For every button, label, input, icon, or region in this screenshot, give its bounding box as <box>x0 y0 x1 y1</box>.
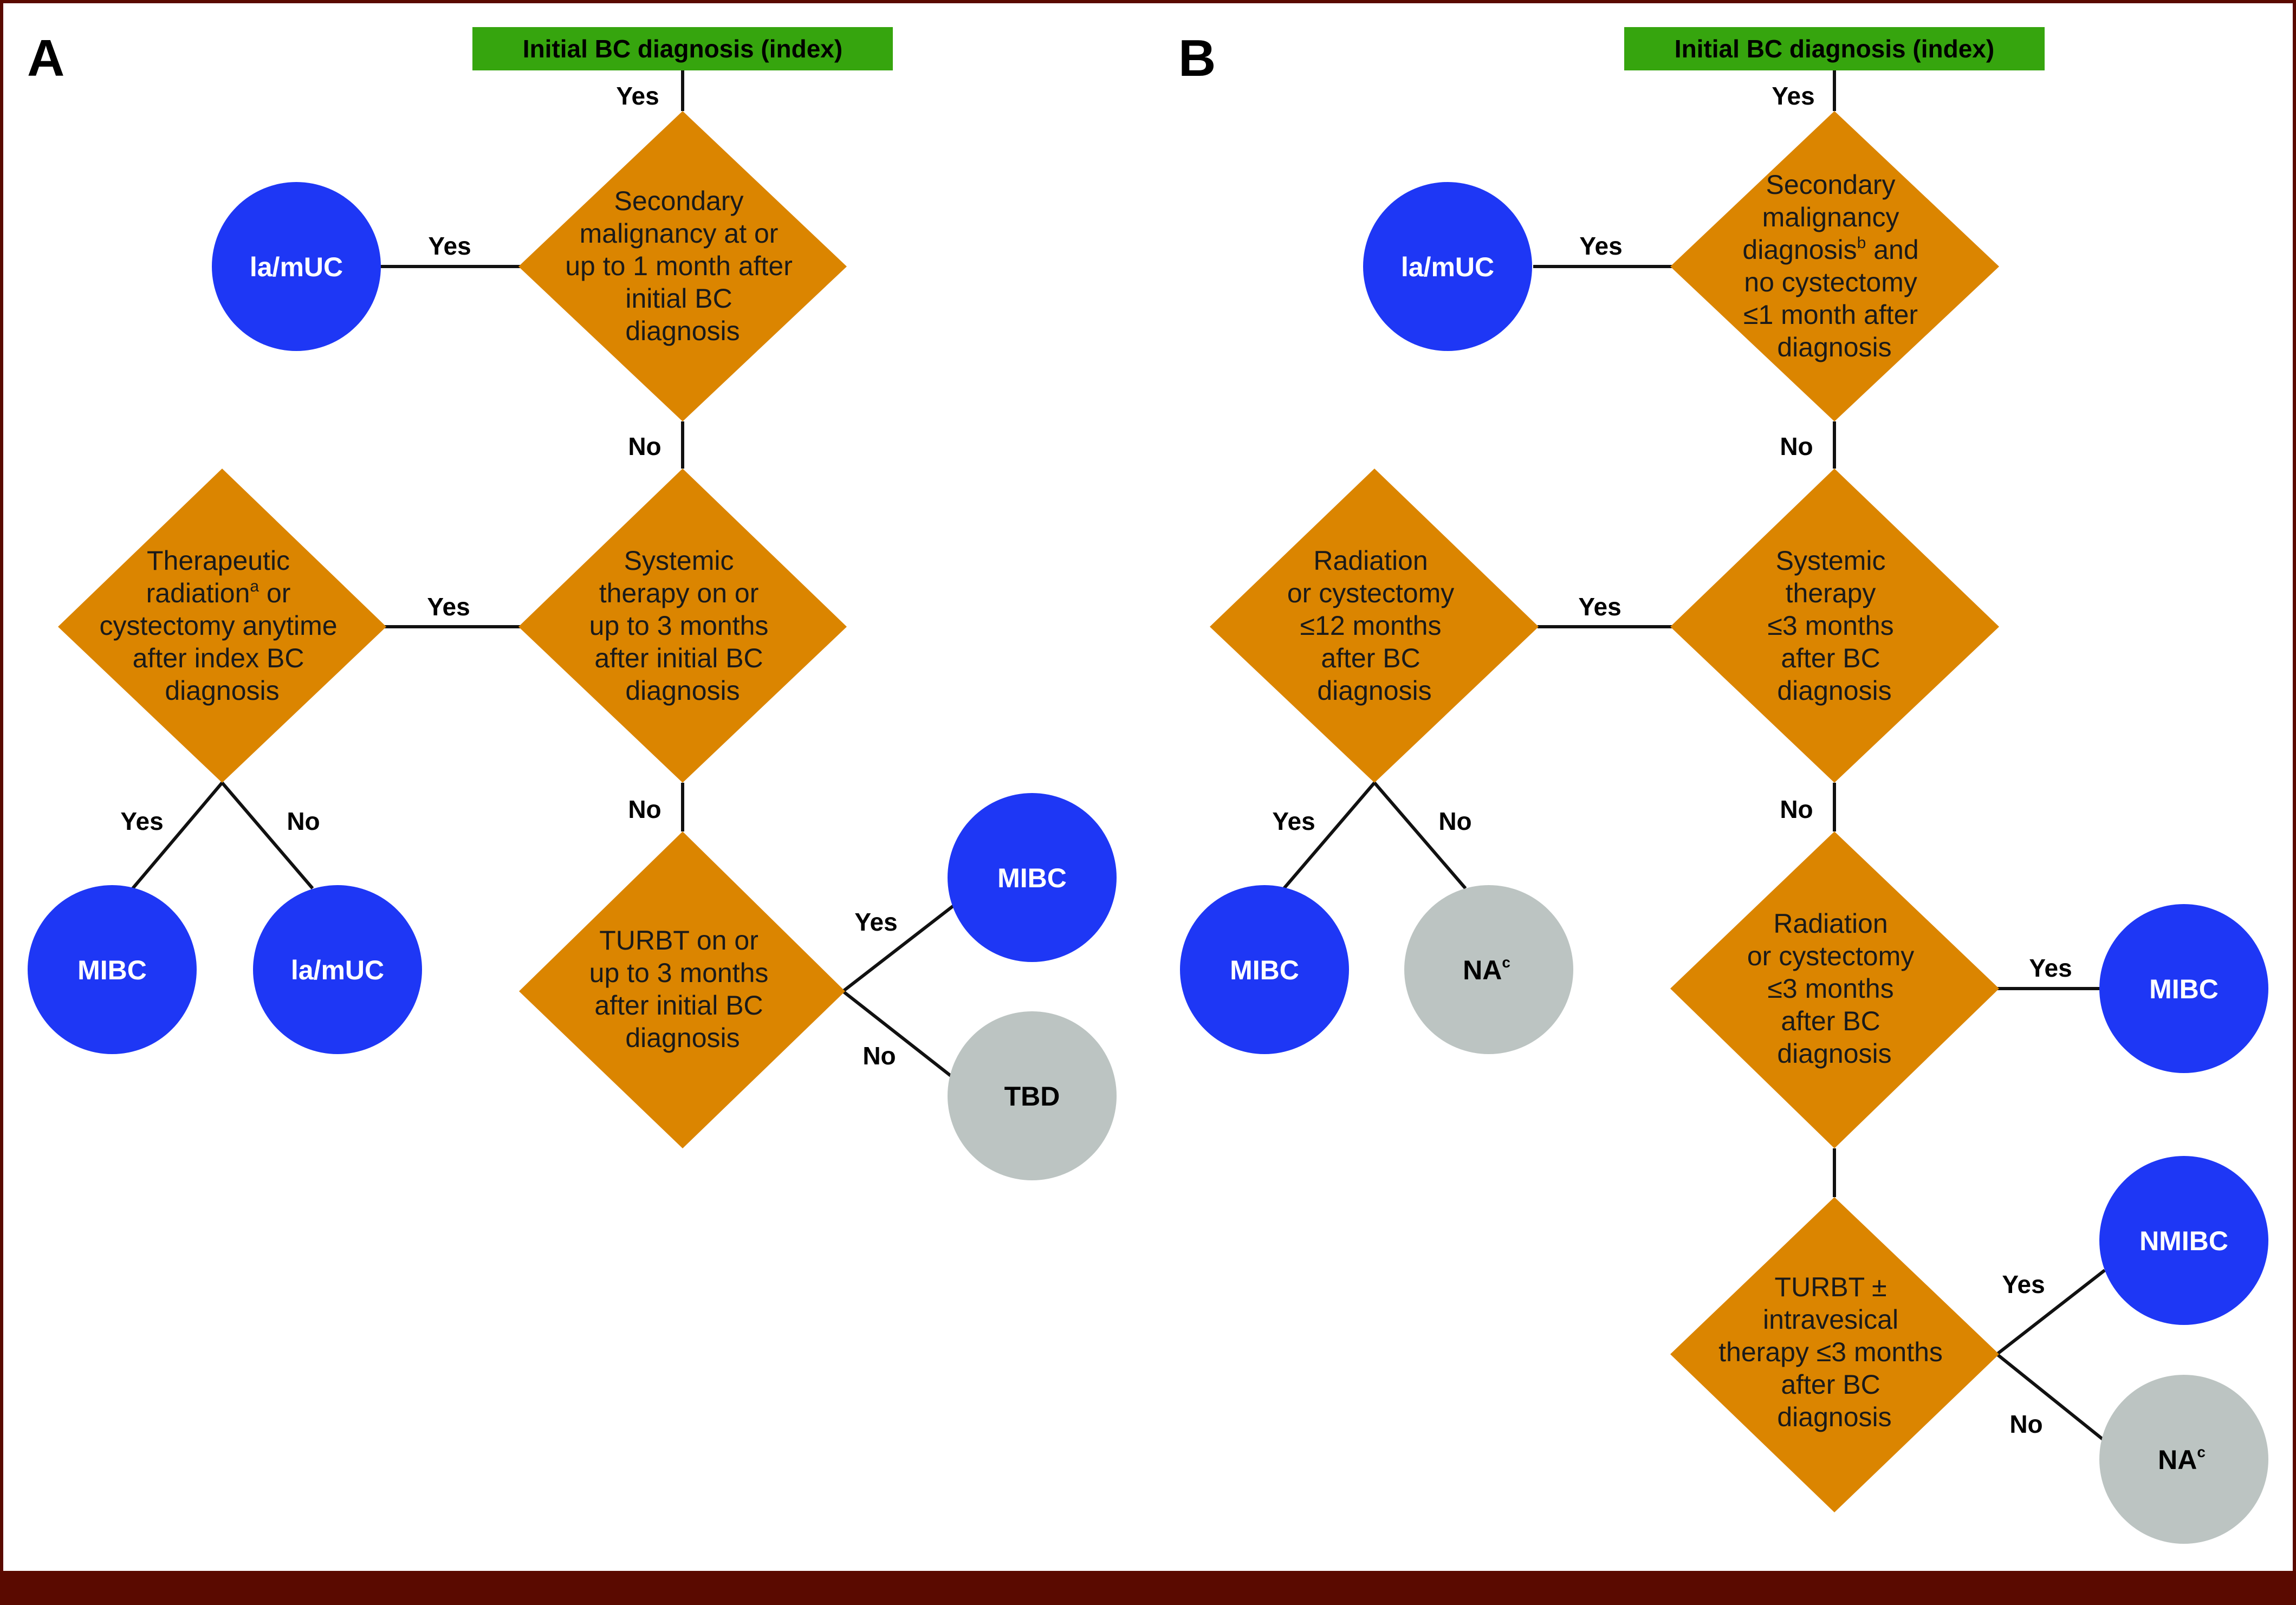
a-circle-tbd-text: TBD <box>1004 1081 1060 1112</box>
b-circle-na-bottom-text: NAc <box>2158 1444 2206 1475</box>
b-circle-mibc-left <box>1180 885 1349 1054</box>
a-diamond-secondary-malignancy <box>518 111 847 421</box>
b-diamond-radiation-12-text: Radiation or cystectomy ≤12 months after… <box>1287 545 1462 706</box>
b-circle-mibc-left-text: MIBC <box>1230 955 1299 985</box>
a-circle-mibc-left <box>28 885 197 1054</box>
a-edge-d4-tbd <box>842 990 955 1080</box>
b-label-no-d1: No <box>1780 432 1813 460</box>
a-label-yes-d1: Yes <box>428 232 471 260</box>
b-diamond-secondary-malignancy <box>1670 111 1999 421</box>
b-circle-mibc-right-text: MIBC <box>2149 974 2219 1004</box>
a-edge-d3-mibc <box>131 782 224 889</box>
b-header-text: Initial BC diagnosis (index) <box>1675 35 1994 63</box>
a-label-yes-header: Yes <box>616 82 659 110</box>
b-diamond-radiation-3 <box>1670 831 1999 1148</box>
panel-a-letter: A <box>27 29 64 87</box>
b-circle-nmibc-text: NMIBC <box>2139 1226 2228 1256</box>
b-diamond-radiation-3-text: Radiation or cystectomy ≤3 months after … <box>1747 908 1922 1069</box>
panel-b: B Initial BC diagnosis (index) Secondary… <box>1178 27 2268 1544</box>
b-diamond-radiation-12 <box>1210 469 1539 783</box>
b-circle-lamuc-text: la/mUC <box>1401 252 1494 282</box>
b-label-yes-d3: Yes <box>1272 807 1315 835</box>
a-circle-lamuc-bottom-text: la/mUC <box>291 955 384 985</box>
b-label-no-d5: No <box>2009 1410 2042 1438</box>
b-diamond-systemic-therapy <box>1670 469 1999 783</box>
b-label-yes-d5: Yes <box>2002 1270 2045 1298</box>
a-label-yes-d2: Yes <box>427 593 470 621</box>
b-label-yes-d1: Yes <box>1579 232 1622 260</box>
b-circle-nmibc <box>2099 1156 2268 1325</box>
b-diamond-turbt-text: TURBT ± intravesical therapy ≤3 months a… <box>1718 1272 1950 1432</box>
a-header-box <box>472 27 893 70</box>
a-diamond-therapeutic-radiation-text: Therapeutic radiationa or cystectomy any… <box>100 545 345 706</box>
b-circle-na-left-text: NAc <box>1463 954 1510 985</box>
b-circle-mibc-right <box>2099 904 2268 1073</box>
panel-a: A Initial BC diagnosis (index) Secondary… <box>27 27 1117 1180</box>
b-circle-na-left <box>1404 885 1573 1054</box>
a-circle-tbd <box>948 1011 1117 1180</box>
panel-b-letter: B <box>1178 29 1216 87</box>
a-label-yes-d3: Yes <box>120 807 163 835</box>
a-circle-lamuc-bottom <box>253 885 422 1054</box>
a-diamond-systemic-therapy-text: Systemic therapy on or up to 3 months af… <box>589 545 776 706</box>
a-circle-mibc-right <box>948 793 1117 962</box>
a-label-no-d3: No <box>287 807 320 835</box>
bottom-bar <box>0 1571 2296 1605</box>
b-edge-d3-mibc <box>1282 782 1376 889</box>
a-label-no-d4: No <box>862 1042 896 1070</box>
b-label-no-d2: No <box>1780 795 1813 823</box>
b-label-yes-d2: Yes <box>1578 593 1621 621</box>
b-diamond-systemic-therapy-text: Systemic therapy ≤3 months after BC diag… <box>1767 545 1901 706</box>
a-diamond-systemic-therapy <box>518 469 847 783</box>
a-header-text: Initial BC diagnosis (index) <box>523 35 842 63</box>
b-edge-d3-na <box>1373 782 1467 889</box>
b-label-yes-d4: Yes <box>2029 954 2072 982</box>
a-circle-lamuc-top <box>212 182 381 351</box>
a-circle-mibc-right-text: MIBC <box>997 863 1067 893</box>
b-circle-lamuc <box>1363 182 1532 351</box>
b-label-no-d3: No <box>1438 807 1471 835</box>
a-circle-lamuc-top-text: la/mUC <box>250 252 343 282</box>
a-label-no-d1: No <box>628 432 661 460</box>
b-label-yes-header: Yes <box>1772 82 1814 110</box>
a-label-yes-d4: Yes <box>854 908 897 936</box>
a-edge-d3-lamuc <box>220 782 314 889</box>
b-diamond-secondary-malignancy-text: Secondary malignancy diagnosisb and no c… <box>1742 170 1926 362</box>
b-diamond-turbt <box>1670 1197 1999 1512</box>
a-diamond-turbt <box>519 831 845 1148</box>
a-circle-mibc-left-text: MIBC <box>77 955 147 985</box>
a-diamond-turbt-text: TURBT on or up to 3 months after initial… <box>589 925 776 1053</box>
a-diamond-therapeutic-radiation <box>58 469 386 783</box>
a-edge-d4-mibc <box>842 904 955 993</box>
b-edge-d5-nmibc <box>1996 1269 2106 1356</box>
a-label-no-d2: No <box>628 795 661 823</box>
b-circle-na-bottom <box>2099 1375 2268 1544</box>
b-edge-d5-na <box>1996 1353 2106 1442</box>
b-header-box <box>1624 27 2045 70</box>
a-diamond-secondary-malignancy-text: Secondary malignancy at or up to 1 month… <box>565 186 800 346</box>
